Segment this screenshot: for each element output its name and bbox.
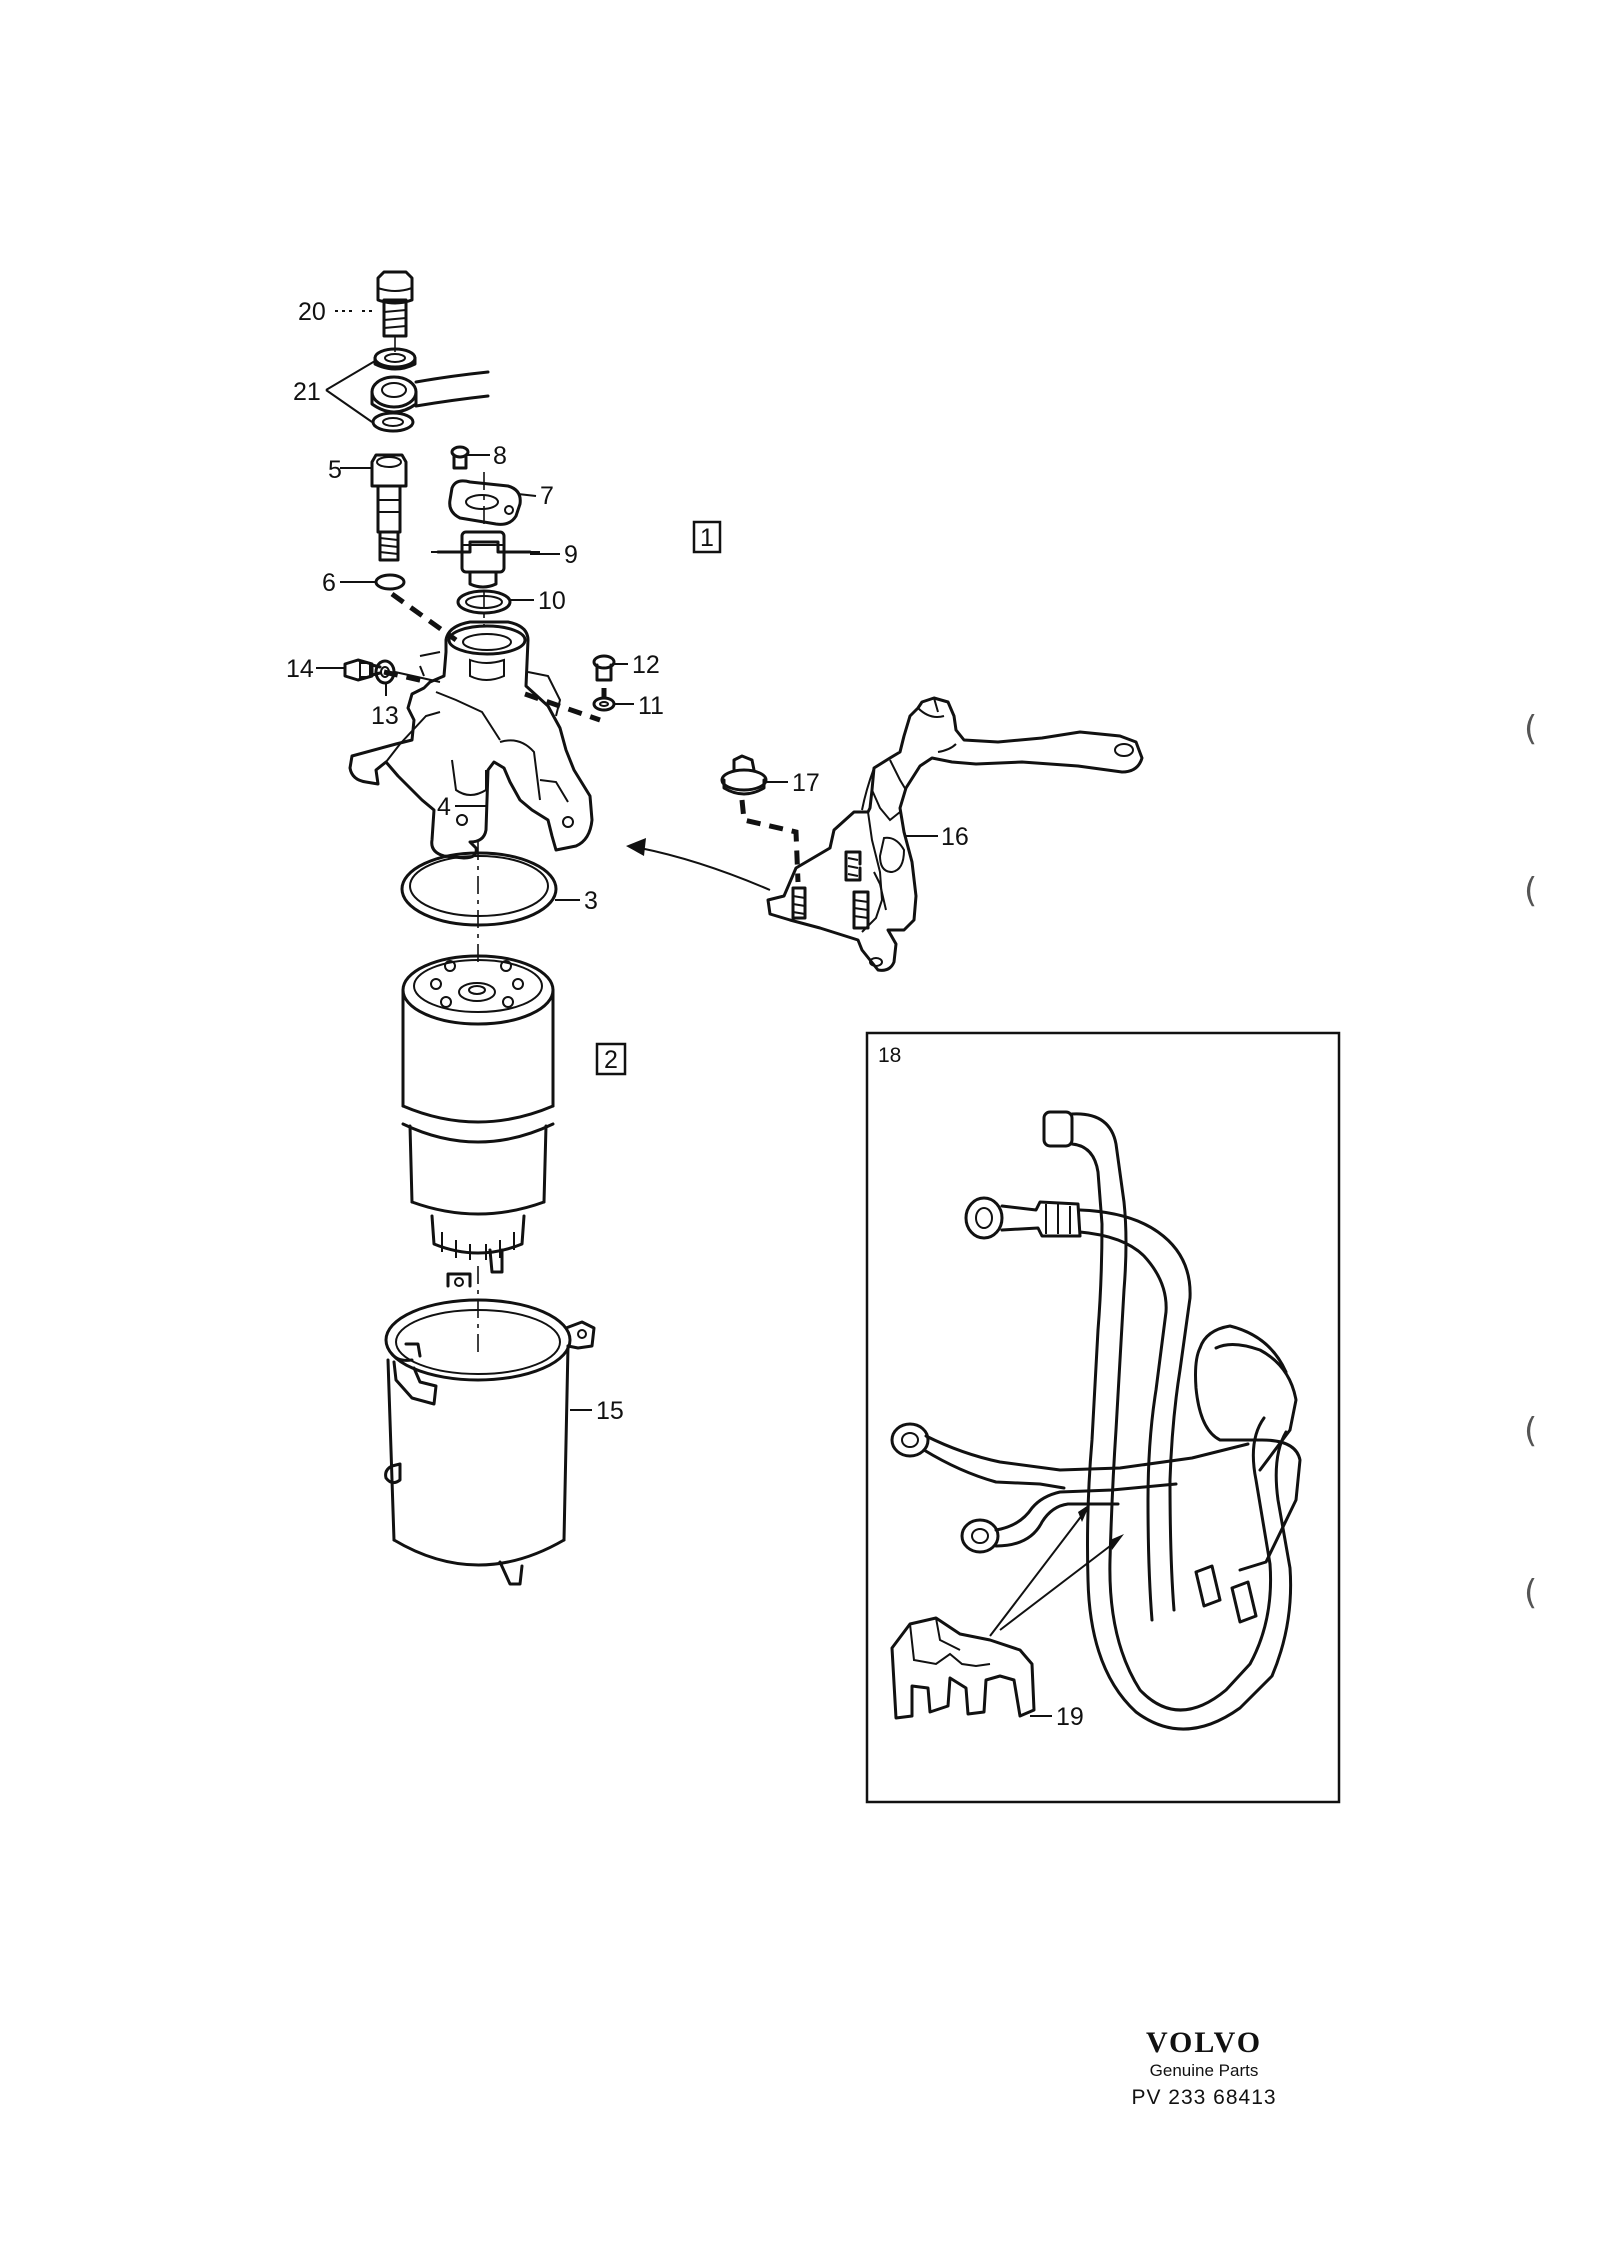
fuel-hose-kit-part: [890, 1110, 1302, 1731]
svg-text:2: 2: [604, 1046, 618, 1074]
callout-3: 3: [584, 887, 598, 915]
bracket-screw-part: [592, 654, 616, 682]
margin-mark: (: [1524, 1411, 1537, 1451]
callout-15: 15: [596, 1397, 624, 1425]
callout-8: 8: [493, 442, 507, 470]
callout-19: 19: [1056, 1703, 1084, 1731]
brand-tagline: Genuine Parts: [1150, 2061, 1259, 2080]
sensor-part: [431, 530, 540, 589]
small-screw-part: [450, 445, 470, 470]
flange-nut-part: [720, 754, 768, 796]
brand-logo: VOLVO: [1146, 2026, 1262, 2059]
callout-11: 11: [638, 692, 664, 720]
boxed-callout-1: 1: [692, 520, 722, 554]
filter-head-housing-part: [348, 620, 594, 860]
hose-clip-part: [890, 1616, 1036, 1720]
margin-mark: (: [1524, 1573, 1537, 1613]
callout-6: 6: [322, 569, 336, 597]
fuel-filter-part: [401, 954, 555, 1274]
callout-13: 13: [371, 702, 399, 730]
bracket-washer-part: [592, 696, 616, 712]
callout-7: 7: [540, 482, 554, 510]
callout-17: 17: [792, 769, 820, 797]
callout-21: 21: [293, 378, 321, 406]
callout-18: 18: [878, 1044, 901, 1067]
filter-container-part: [384, 1272, 596, 1586]
boxed-callout-2: 2: [595, 1042, 627, 1076]
margin-mark: (: [1524, 709, 1537, 749]
mounting-bracket-part: [766, 696, 1144, 972]
callout-10: 10: [538, 587, 566, 615]
banjo-washer-set-part: [370, 347, 490, 433]
sealing-ring-part: [400, 851, 558, 927]
hose-kit-inset-box: [865, 1031, 1341, 1804]
callout-9: 9: [564, 541, 578, 569]
clamp-plate-part: [448, 479, 522, 526]
callout-5: 5: [328, 456, 342, 484]
callout-20: 20: [298, 298, 326, 326]
callout-12: 12: [632, 651, 660, 679]
union-fitting-part: [370, 453, 408, 562]
margin-mark: (: [1524, 871, 1537, 911]
banjo-bolt-part: [376, 270, 414, 338]
callout-16: 16: [941, 823, 969, 851]
o-ring-part: [374, 573, 406, 591]
svg-text:1: 1: [700, 524, 714, 552]
callout-14: 14: [286, 655, 314, 683]
callout-4: 4: [437, 793, 451, 821]
drawing-code: PV 233 68413: [1131, 2086, 1276, 2109]
